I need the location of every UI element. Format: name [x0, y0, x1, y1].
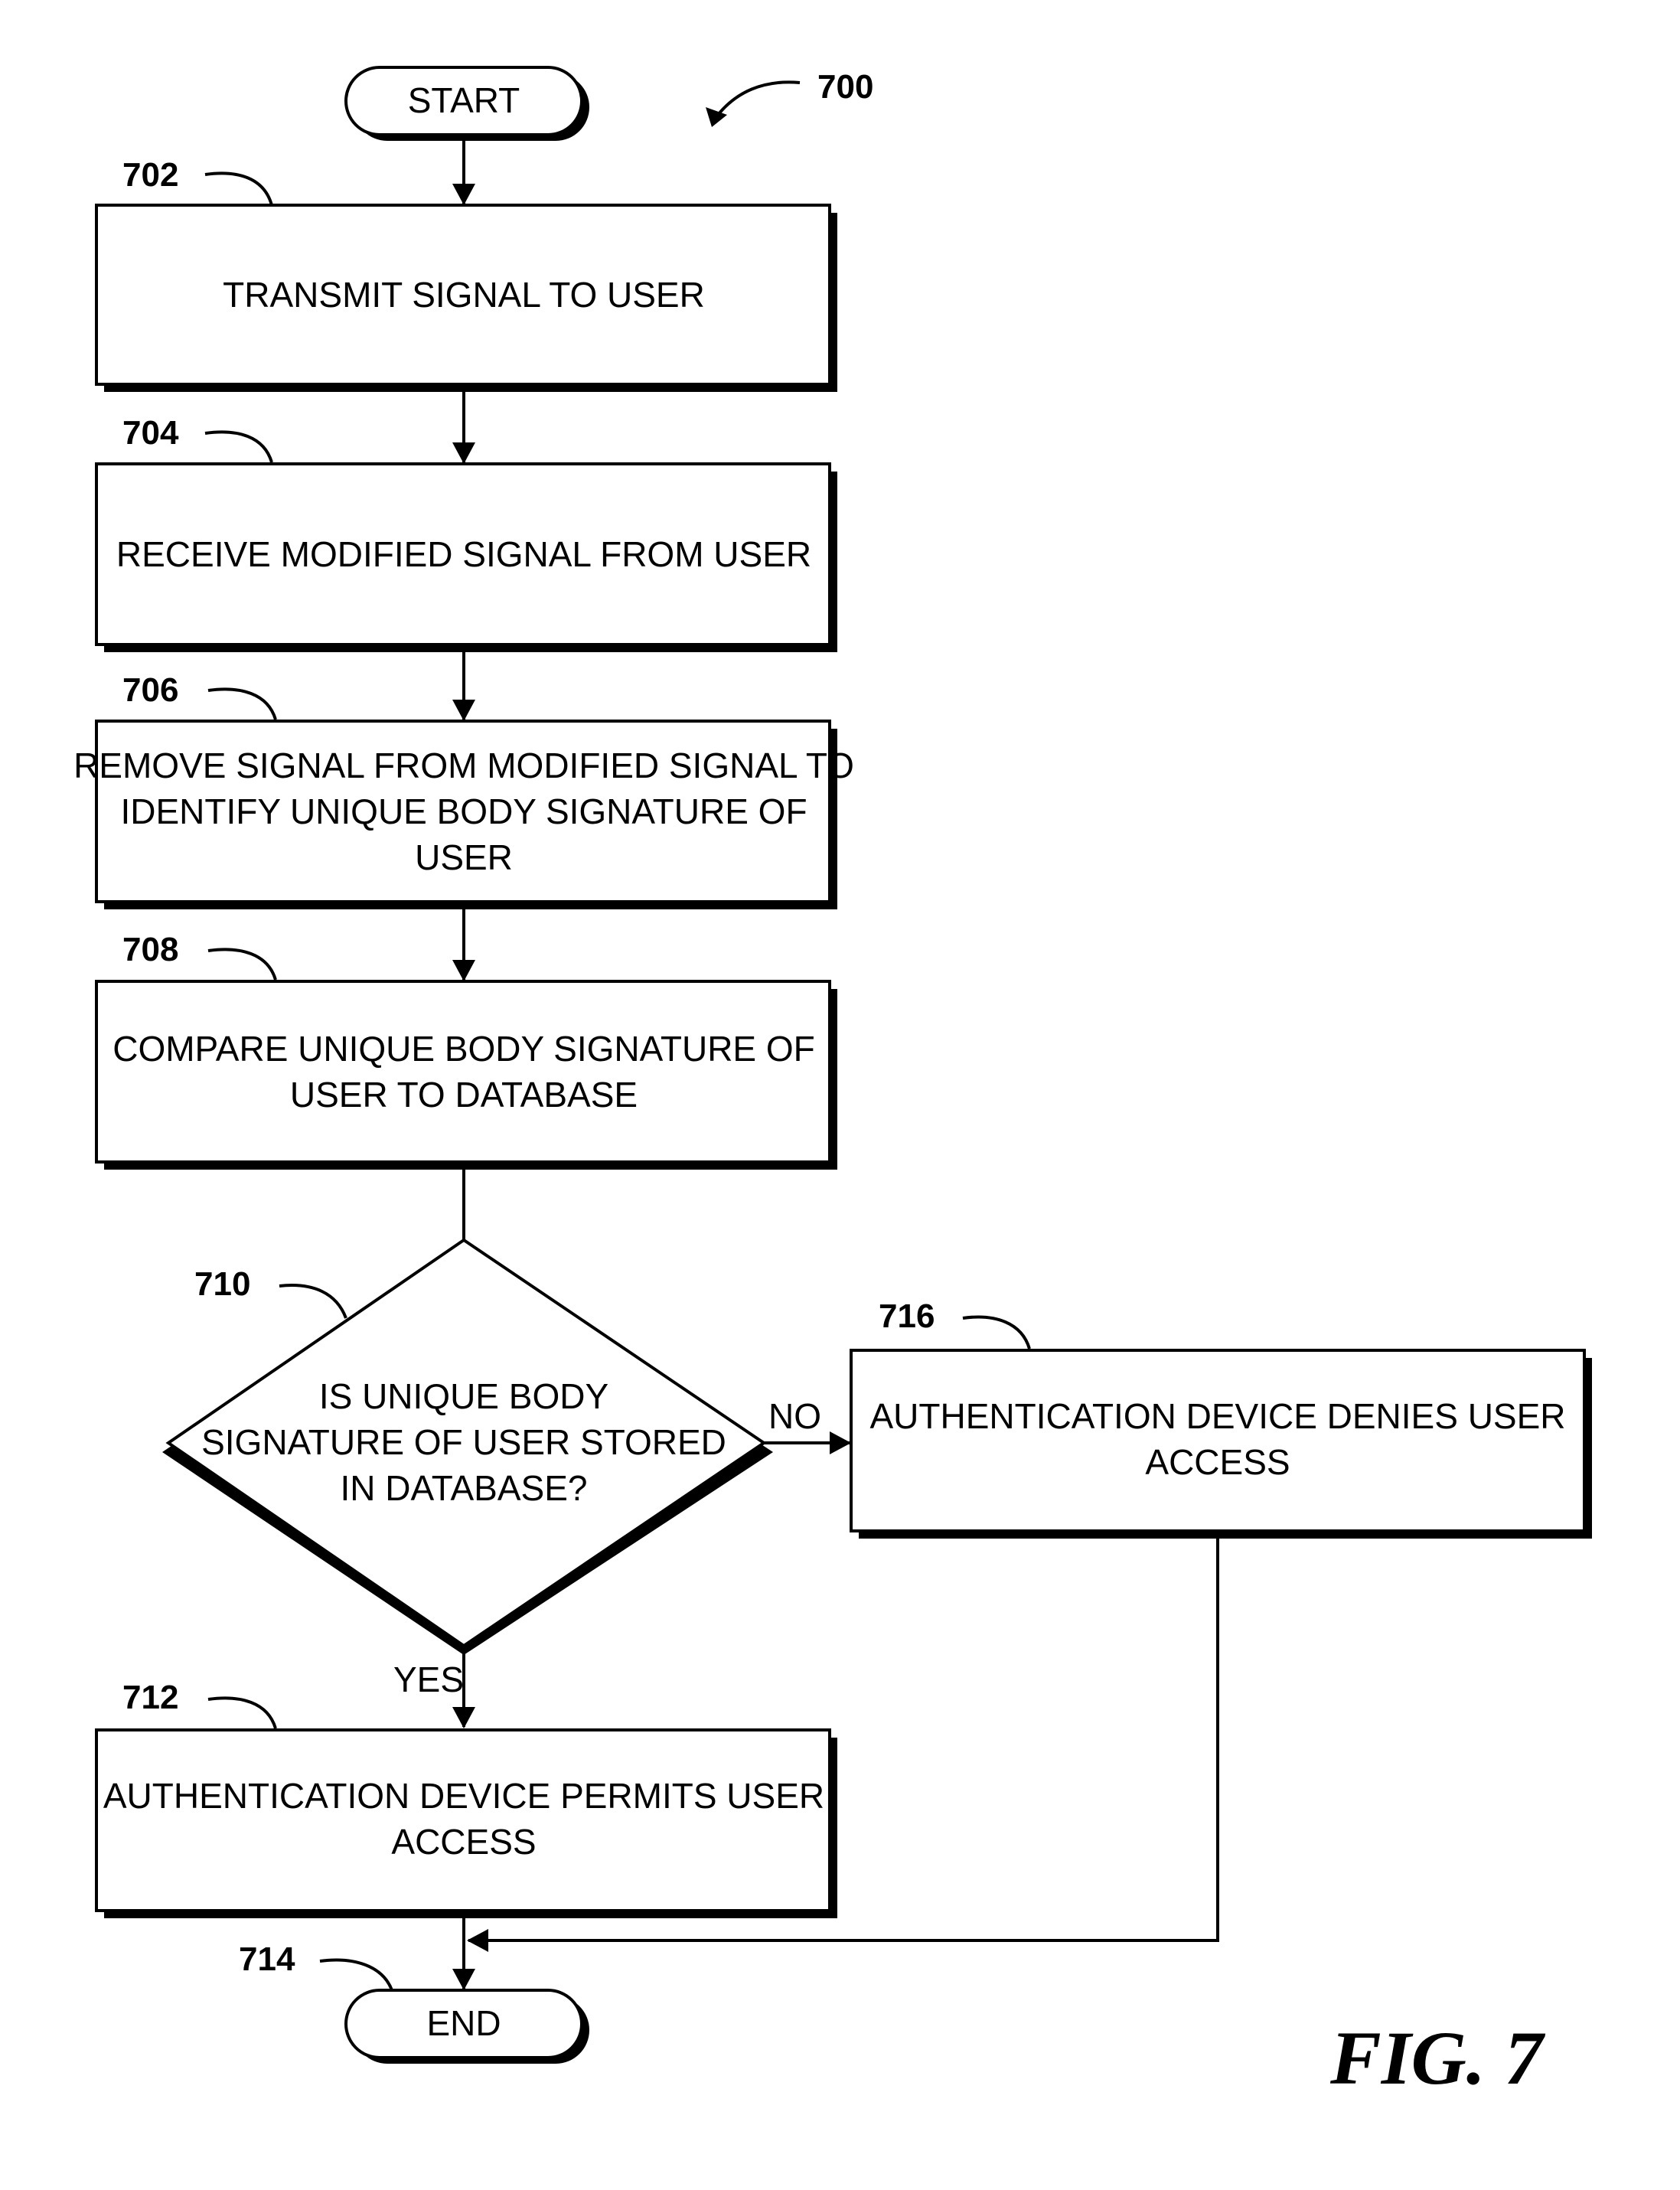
text-706-line3: USER — [415, 837, 513, 877]
text-710-line3: IN DATABASE? — [341, 1468, 588, 1508]
text-710-line2: SIGNATURE OF USER STORED — [201, 1422, 726, 1462]
ref-708: 708 — [122, 931, 178, 968]
leader-716 — [963, 1317, 1029, 1349]
leader-702 — [205, 173, 272, 205]
text-708-line2: USER TO DATABASE — [290, 1075, 638, 1115]
text-708-line1: COMPARE UNIQUE BODY SIGNATURE OF — [113, 1029, 815, 1069]
figure-caption: FIG. 7 — [1329, 2015, 1546, 2100]
ref-702: 702 — [122, 156, 178, 194]
figure-ref-number: 700 — [817, 68, 873, 106]
text-712-line2: ACCESS — [391, 1822, 536, 1862]
ref-704: 704 — [122, 414, 179, 452]
ref-712: 712 — [122, 1679, 178, 1716]
end-label: END — [426, 2003, 501, 2043]
step-702: 702 TRANSMIT SIGNAL TO USER — [96, 156, 837, 392]
text-704-line1: RECEIVE MODIFIED SIGNAL FROM USER — [116, 534, 811, 574]
start-terminal: START — [346, 67, 589, 141]
text-706-line2: IDENTIFY UNIQUE BODY SIGNATURE OF — [120, 791, 807, 831]
leader-704 — [205, 432, 272, 462]
leader-706 — [208, 689, 276, 720]
leader-710 — [279, 1285, 346, 1318]
start-label: START — [408, 80, 520, 120]
step-712: 712 AUTHENTICATION DEVICE PERMITS USER A… — [96, 1679, 837, 1918]
text-702-line1: TRANSMIT SIGNAL TO USER — [223, 275, 705, 315]
edge-label-no: NO — [768, 1396, 821, 1436]
leader-708 — [208, 949, 276, 980]
ref-710: 710 — [194, 1265, 250, 1303]
step-716: 716 AUTHENTICATION DEVICE DENIES USER AC… — [851, 1297, 1592, 1539]
end-terminal: 714 END — [239, 1940, 589, 2064]
figure-reference: 700 — [706, 68, 873, 127]
text-716-line2: ACCESS — [1145, 1442, 1290, 1482]
text-712-line1: AUTHENTICATION DEVICE PERMITS USER — [103, 1776, 824, 1816]
text-716-line1: AUTHENTICATION DEVICE DENIES USER — [869, 1396, 1565, 1436]
leader-714 — [320, 1960, 392, 1990]
step-708: 708 COMPARE UNIQUE BODY SIGNATURE OF USE… — [96, 931, 837, 1170]
edge-label-yes: YES — [393, 1660, 464, 1699]
step-704: 704 RECEIVE MODIFIED SIGNAL FROM USER — [96, 414, 837, 652]
ref-706: 706 — [122, 671, 178, 709]
ref-716: 716 — [879, 1297, 935, 1335]
text-706-line1: REMOVE SIGNAL FROM MODIFIED SIGNAL TO — [73, 746, 854, 785]
ref-714: 714 — [239, 1940, 295, 1978]
leader-712 — [208, 1698, 276, 1728]
decision-710: 710 IS UNIQUE BODY SIGNATURE OF USER STO… — [162, 1240, 773, 1655]
text-710-line1: IS UNIQUE BODY — [319, 1376, 608, 1416]
